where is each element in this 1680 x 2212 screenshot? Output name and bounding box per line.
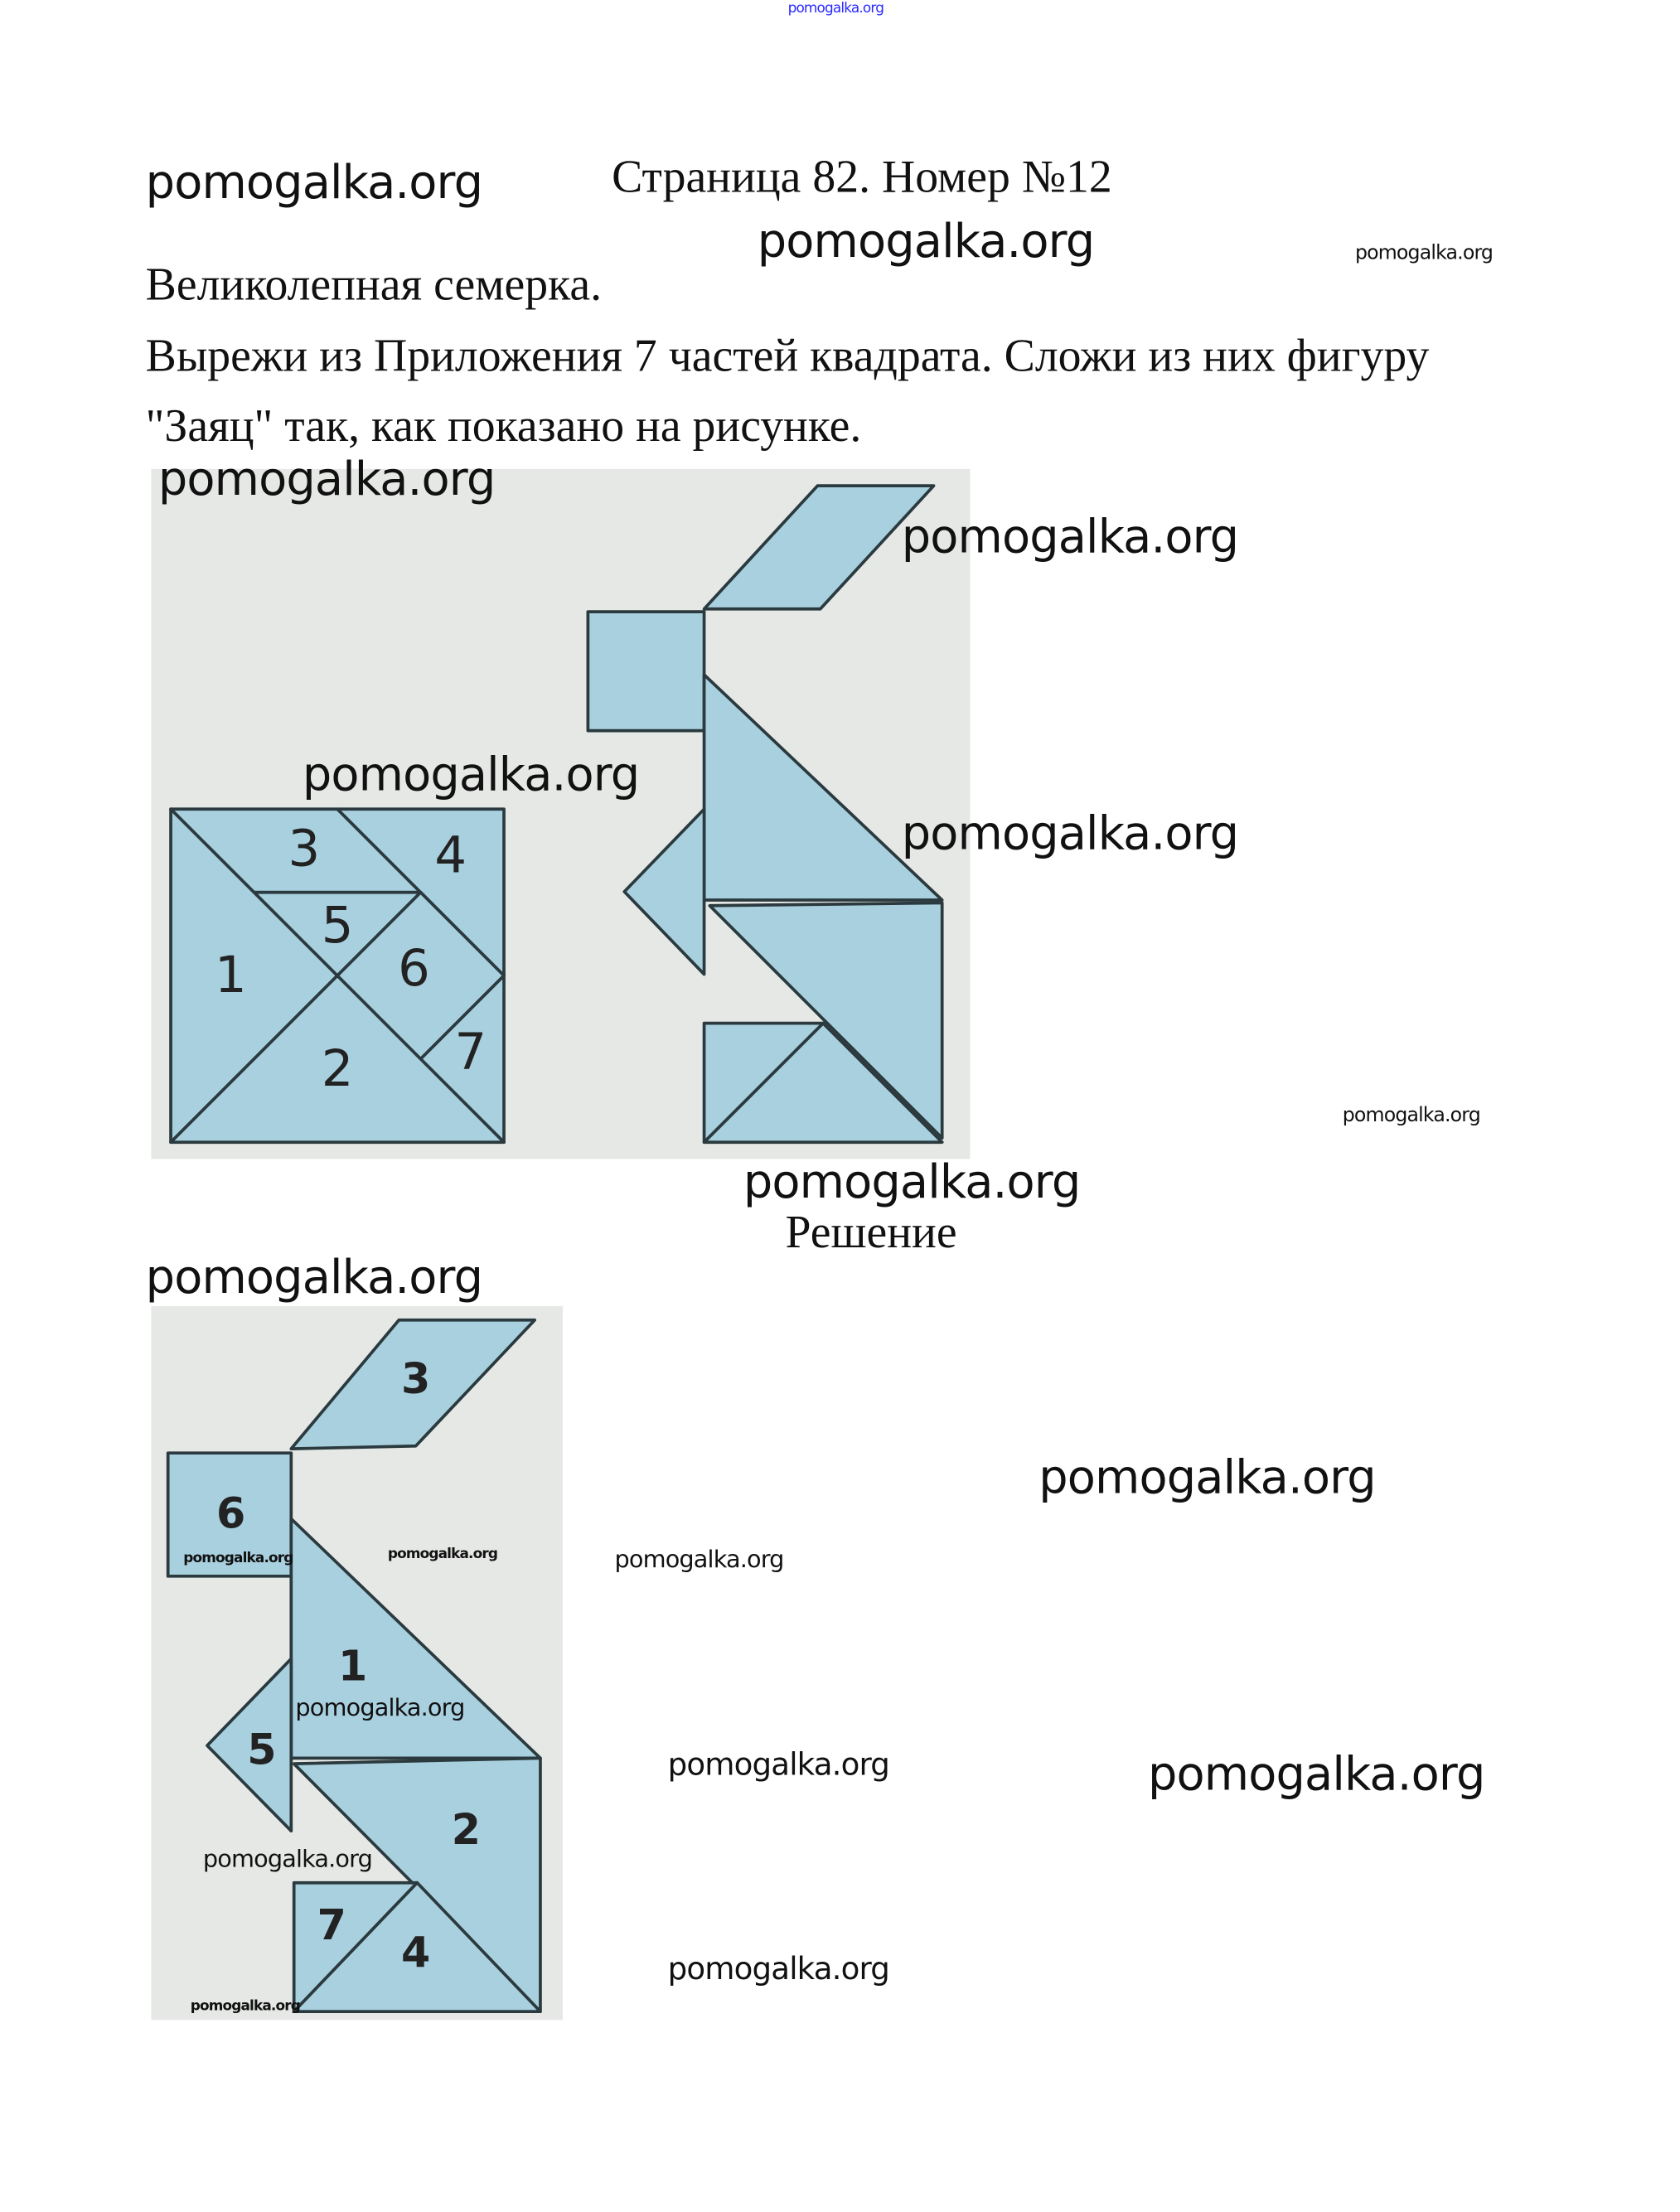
watermark: pomogalka.org (1354, 242, 1494, 265)
solution-piece-label-5: 5 (247, 1726, 276, 1774)
square-piece-label-5: 5 (322, 897, 354, 955)
solution-piece-5 (206, 1657, 293, 1833)
watermark: pomogalka.org (1342, 1104, 1481, 1127)
watermark: pomogalka.org (387, 1546, 498, 1562)
solution-piece-label-1: 1 (338, 1641, 367, 1690)
square-piece-label-7: 7 (454, 1024, 487, 1082)
watermark: pomogalka.org (202, 1845, 373, 1874)
solution-piece-label-6: 6 (216, 1488, 245, 1537)
page-title: Страница 82. Номер №12 (612, 152, 1112, 203)
watermark: pomogalka.org (295, 1694, 465, 1723)
solution-piece-1 (289, 1517, 542, 1760)
solution-piece-label-7: 7 (317, 1900, 346, 1949)
watermark: pomogalka.org (145, 1249, 483, 1304)
hare-piece-7 (702, 1021, 944, 1145)
hare-piece-2 (586, 610, 706, 733)
watermark: pomogalka.org (901, 806, 1239, 860)
watermark: pomogalka.org (1147, 1746, 1485, 1801)
solution-piece-4 (292, 1880, 542, 2013)
solution-piece-label-2: 2 (452, 1805, 481, 1854)
watermark: pomogalka.org (757, 213, 1095, 269)
square-piece-label-1: 1 (215, 946, 247, 1004)
watermark: pomogalka.org (743, 1154, 1081, 1209)
watermark: pomogalka.org (614, 1546, 784, 1575)
square-piece-label-2: 2 (322, 1040, 354, 1098)
watermark: pomogalka.org (157, 451, 496, 506)
task-subtitle: Великолепная семерка. (145, 260, 603, 311)
task-text-line-2: "Заяц" так, как показано на рисунке. (145, 401, 862, 453)
watermark: pomogalka.org (901, 508, 1239, 564)
watermark: pomogalka.org (183, 1551, 293, 1566)
watermark: pomogalka.org (302, 747, 640, 801)
square-piece-7 (419, 974, 506, 1145)
hare-piece-4 (622, 807, 706, 976)
solution-piece-label-3: 3 (401, 1354, 430, 1403)
watermark: pomogalka.org (190, 1998, 301, 2015)
square-piece-label-3: 3 (288, 820, 321, 878)
watermark: pomogalka.org (145, 154, 483, 210)
solution-piece-label-4: 4 (401, 1929, 430, 1977)
task-text-line-1: Вырежи из Приложения 7 частей квадрата. … (145, 332, 1430, 383)
square-piece-label-4: 4 (434, 827, 467, 885)
watermark: pomogalka.org (667, 1953, 890, 1988)
hare-piece-5 (708, 901, 944, 1140)
watermark-top: pomogalka.org (787, 1, 884, 17)
watermark: pomogalka.org (1039, 1449, 1376, 1504)
hare-piece-1 (702, 484, 936, 611)
solution-heading: Решение (785, 1208, 957, 1259)
square-piece-label-6: 6 (398, 940, 430, 998)
watermark: pomogalka.org (667, 1748, 890, 1784)
solution-piece-3 (289, 1318, 537, 1450)
hare-piece-3 (702, 673, 944, 902)
